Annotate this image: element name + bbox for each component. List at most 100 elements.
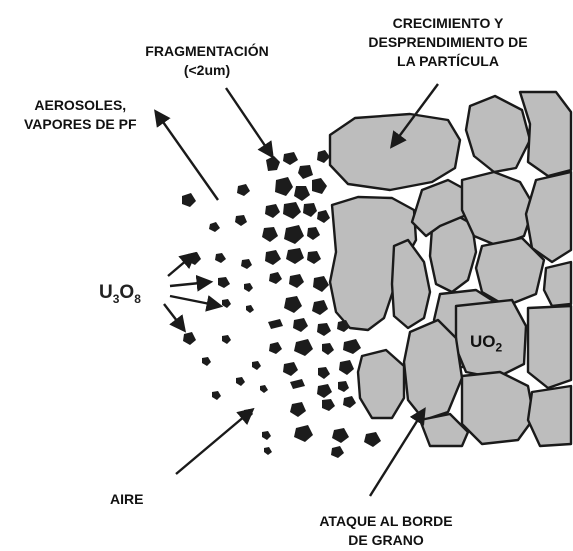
arrow-fragmentacion bbox=[226, 88, 272, 156]
fragment bbox=[338, 381, 349, 392]
fragment bbox=[283, 152, 298, 165]
u3o8-u: U bbox=[99, 282, 113, 303]
fragment bbox=[265, 250, 281, 265]
fragment bbox=[290, 379, 305, 389]
fragment bbox=[265, 204, 280, 218]
fragment bbox=[331, 446, 344, 458]
fragment bbox=[286, 248, 304, 264]
grain bbox=[462, 172, 534, 246]
fragment bbox=[212, 391, 221, 400]
fragment bbox=[307, 227, 320, 240]
arrow-u3o8-4 bbox=[164, 304, 184, 330]
arrow-ataque bbox=[370, 410, 424, 496]
label-crecimiento-line1: CRECIMIENTO Y bbox=[334, 14, 562, 33]
fragment bbox=[222, 299, 231, 308]
fragment bbox=[317, 210, 330, 223]
label-aire: AIRE bbox=[110, 490, 143, 509]
fragment bbox=[294, 425, 313, 442]
fragment bbox=[275, 177, 293, 196]
label-aerosoles-line2: VAPORES DE PF bbox=[24, 115, 137, 134]
fragment bbox=[290, 402, 306, 417]
fragment bbox=[313, 276, 329, 292]
grain bbox=[404, 320, 462, 420]
fragment bbox=[183, 332, 196, 345]
fragment bbox=[202, 357, 211, 366]
grain bbox=[528, 386, 571, 446]
fragment bbox=[293, 318, 308, 332]
fragment bbox=[322, 343, 334, 355]
grain bbox=[358, 350, 404, 418]
uo2-sub: 2 bbox=[496, 340, 503, 354]
label-aerosoles-line1: AEROSOLES, bbox=[24, 96, 137, 115]
fragment bbox=[252, 361, 261, 370]
fragment bbox=[284, 225, 304, 244]
label-ataque: ATAQUE AL BORDE DE GRANO bbox=[296, 512, 476, 550]
u3o8-o: O bbox=[119, 282, 134, 303]
fragment bbox=[222, 335, 231, 344]
label-fragmentacion: FRAGMENTACIÓN (<2um) bbox=[132, 42, 282, 80]
uo2-text: UO bbox=[470, 332, 496, 351]
fragment bbox=[283, 362, 298, 376]
fragment bbox=[218, 277, 230, 288]
fragment bbox=[284, 296, 302, 313]
fragment bbox=[246, 305, 254, 313]
fragment bbox=[317, 384, 332, 398]
fragment bbox=[260, 385, 268, 393]
fragment bbox=[298, 165, 313, 179]
label-ataque-line1: ATAQUE AL BORDE bbox=[296, 512, 476, 531]
fragment bbox=[339, 360, 354, 375]
fragment bbox=[237, 184, 250, 196]
fragment bbox=[269, 342, 282, 354]
grain bbox=[392, 240, 430, 328]
label-uo2: UO2 bbox=[470, 332, 502, 354]
arrow-u3o8-3 bbox=[170, 296, 220, 306]
u3o8-sub2: 8 bbox=[134, 292, 141, 306]
fragment bbox=[264, 447, 272, 455]
fragment bbox=[236, 377, 245, 386]
fragment bbox=[215, 253, 226, 263]
fragment bbox=[322, 399, 335, 411]
fragment bbox=[312, 300, 328, 315]
label-u3o8: U3O8 bbox=[99, 282, 141, 306]
label-crecimiento-line3: LA PARTÍCULA bbox=[334, 52, 562, 71]
grain bbox=[466, 96, 530, 172]
label-fragmentacion-line2: (<2um) bbox=[132, 61, 282, 80]
label-aerosoles: AEROSOLES, VAPORES DE PF bbox=[24, 96, 137, 134]
fragment bbox=[294, 339, 313, 356]
fragment bbox=[318, 367, 330, 379]
detached-grain bbox=[330, 114, 460, 190]
arrow-u3o8-2 bbox=[170, 282, 210, 286]
fragment bbox=[268, 319, 283, 329]
fragment bbox=[312, 178, 327, 194]
fragment bbox=[343, 396, 356, 408]
fragment bbox=[317, 150, 330, 163]
fragment bbox=[294, 186, 310, 201]
fragment bbox=[343, 339, 361, 354]
fragment bbox=[269, 272, 282, 284]
fragment bbox=[289, 274, 304, 288]
label-crecimiento-line2: DESPRENDIMIENTO DE bbox=[334, 33, 562, 52]
fragment bbox=[307, 251, 321, 264]
arrow-u3o8-1 bbox=[168, 254, 194, 276]
fragment bbox=[303, 203, 317, 217]
label-crecimiento: CRECIMIENTO Y DESPRENDIMIENTO DE LA PART… bbox=[334, 14, 562, 71]
label-ataque-line2: DE GRANO bbox=[296, 531, 476, 550]
arrow-aire bbox=[176, 410, 252, 474]
fragment bbox=[241, 259, 252, 269]
fragment bbox=[317, 323, 331, 336]
fragment bbox=[266, 156, 280, 171]
grain bbox=[544, 262, 571, 306]
grain bbox=[462, 372, 534, 444]
fragment bbox=[364, 432, 381, 447]
fragment bbox=[182, 193, 196, 207]
fragment bbox=[209, 222, 220, 232]
uo2-grains bbox=[330, 92, 571, 446]
grain bbox=[528, 306, 571, 388]
arrow-aerosoles bbox=[156, 112, 218, 200]
label-fragmentacion-line1: FRAGMENTACIÓN bbox=[132, 42, 282, 61]
fragment bbox=[235, 215, 247, 226]
fragment bbox=[332, 428, 349, 443]
fragment bbox=[262, 227, 278, 242]
fragment bbox=[262, 431, 271, 440]
